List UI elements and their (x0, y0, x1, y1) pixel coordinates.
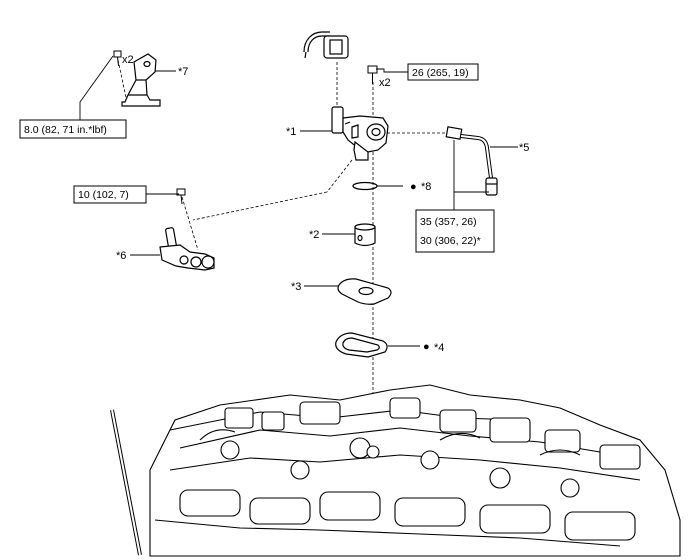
bracket-part-7 (121, 53, 161, 107)
callout-5: *5 (519, 142, 529, 154)
connector-part (303, 31, 349, 59)
fuel-pipe-part-5 (445, 126, 498, 196)
plate-part-3 (337, 278, 392, 305)
callout-2: *2 (309, 229, 319, 241)
callout-7: *7 (178, 66, 188, 78)
bracket-bolt-quantity: x2 (122, 54, 134, 66)
torque-box-pump-bolt: 26 (265, 19) (407, 63, 479, 81)
gasket-part-4 (335, 332, 388, 358)
callout-8: *8 (421, 181, 431, 193)
leader-lines (79, 55, 518, 347)
pump-bolt-quantity: x2 (379, 77, 391, 89)
bracket-bolt (113, 50, 122, 67)
callout-4: *4 (434, 342, 444, 354)
lifter-part-2 (354, 223, 376, 247)
torque-fuel-pipe-line1-text: 35 (357, 26) (420, 216, 477, 228)
engine-block (110, 384, 681, 557)
torque-sensor-bolt-text: 10 (102, 7) (78, 189, 129, 201)
torque-box-sensor-bolt: 10 (102, 7) (73, 185, 147, 204)
sensor-bolt (176, 188, 186, 205)
callout-1: *1 (286, 126, 296, 138)
torque-fuel-pipe-line2-text: 30 (306, 22)* (420, 235, 481, 247)
torque-box-bracket: 8.0 (82, 71 in.*lbf) (19, 119, 127, 139)
callout-6: *6 (116, 250, 126, 262)
sensor-part-6 (159, 227, 215, 271)
non-reusable-marker-8: ● (410, 181, 417, 193)
torque-pump-bolt-text: 26 (265, 19) (412, 67, 469, 79)
callout-3: *3 (291, 281, 301, 293)
torque-bracket-text: 8.0 (82, 71 in.*lbf) (24, 124, 107, 136)
pump-bolt (367, 65, 378, 84)
non-reusable-marker-4: ● (423, 341, 430, 353)
torque-box-fuel-pipe: 35 (357, 26) 30 (306, 22)* (415, 209, 495, 253)
fuel-pump-part-1 (331, 106, 389, 161)
o-ring-part-8 (352, 181, 378, 191)
